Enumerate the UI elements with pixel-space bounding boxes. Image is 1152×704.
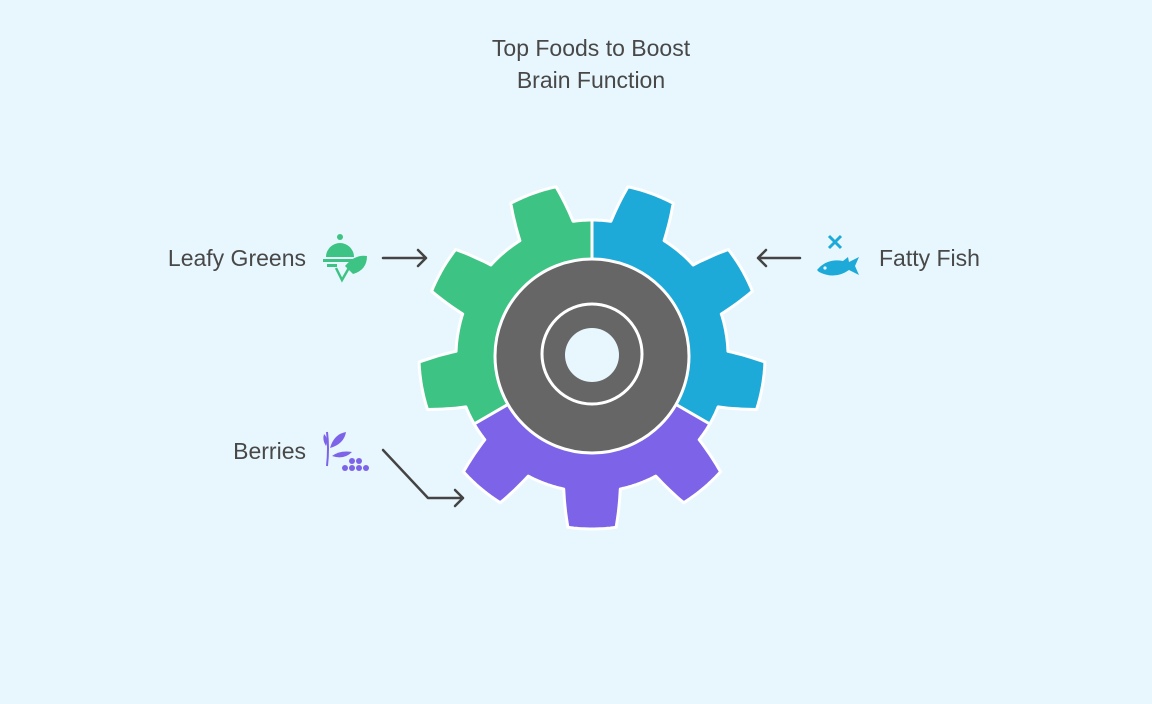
fish-icon — [817, 234, 859, 276]
gear-hole — [565, 328, 619, 382]
gear-inner-ring — [540, 302, 644, 406]
leafy-greens-icon — [323, 234, 367, 283]
arrow-leafy-greens — [381, 248, 428, 268]
diagram-title: Top Foods to Boost Brain Function — [0, 32, 1152, 96]
arrow-fatty-fish — [756, 248, 802, 268]
title-line-1: Top Foods to Boost — [491, 35, 691, 61]
berries-icon — [323, 431, 369, 471]
label-fatty-fish: Fatty Fish — [879, 245, 980, 271]
label-leafy-greens: Leafy Greens — [167, 245, 306, 271]
arrow-berries — [381, 448, 465, 508]
title-line-2: Brain Function — [516, 67, 666, 93]
label-berries: Berries — [233, 438, 306, 464]
